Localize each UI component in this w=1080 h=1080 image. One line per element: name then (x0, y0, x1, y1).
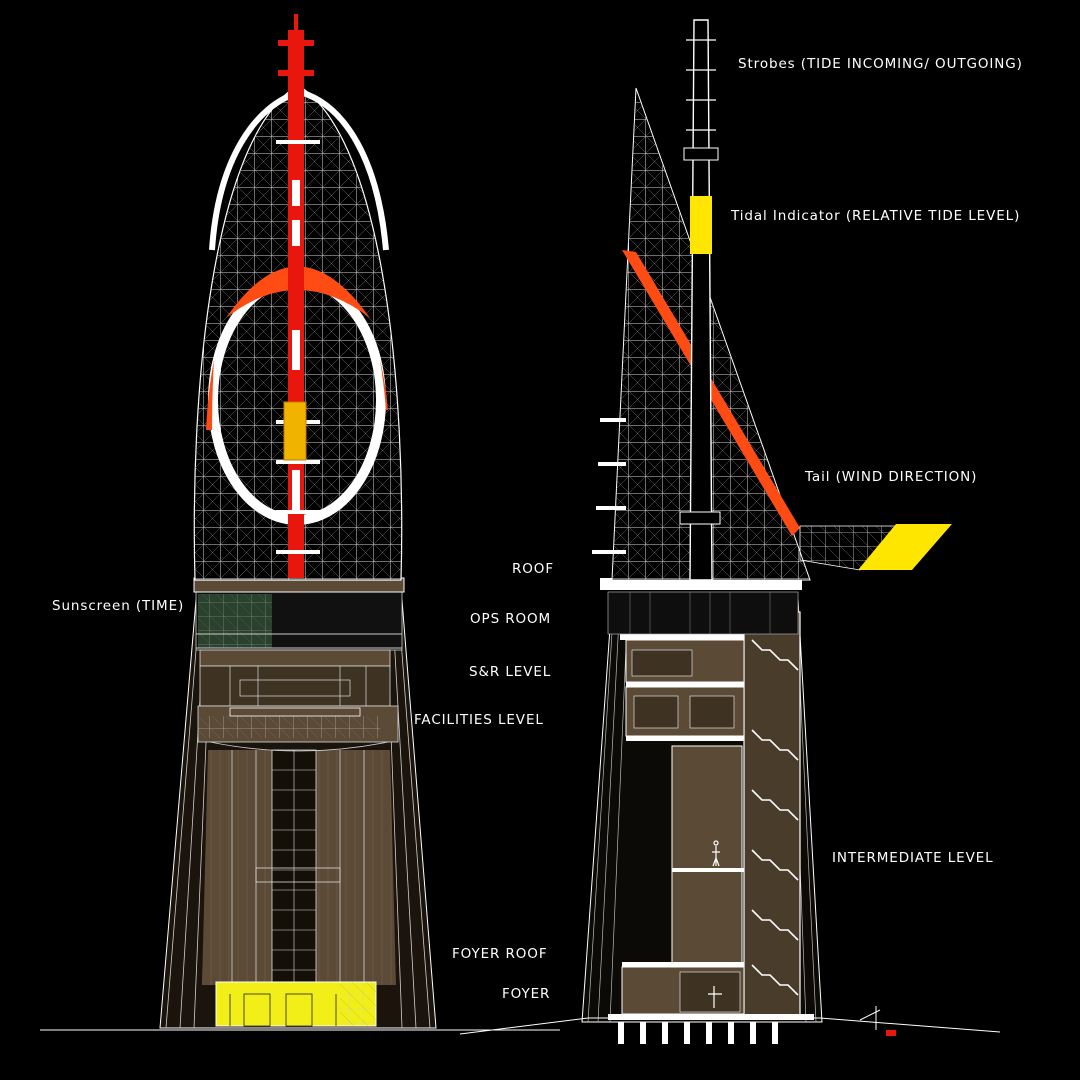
dome (193, 14, 403, 581)
foyer-label: FOYER (502, 986, 551, 1002)
roof-label: ROOF (512, 561, 554, 577)
section-mast (679, 19, 721, 581)
ops-room-label: OPS ROOM (470, 611, 552, 627)
front-elevation (40, 14, 560, 1031)
side-section (459, 19, 1001, 1044)
foyer-roof-label: FOYER ROOF (452, 946, 548, 962)
section-shaft (459, 599, 1001, 1044)
strobes-label: Strobes (TIDE INCOMING/ OUTGOING) (738, 56, 1023, 72)
tidal-indicator-label: Tidal Indicator (RELATIVE TIDE LEVEL) (731, 208, 1021, 224)
sr-level-label: S&R LEVEL (469, 664, 552, 680)
section-roof (600, 578, 802, 590)
tail-vane-icon (799, 524, 952, 571)
tail-label: Tail (WIND DIRECTION) (805, 469, 978, 485)
intermediate-level-label: INTERMEDIATE LEVEL (832, 850, 994, 866)
upper-levels (195, 589, 403, 752)
facilities-level-label: FACILITIES LEVEL (414, 712, 544, 728)
sunscreen-label: Sunscreen (TIME) (52, 598, 185, 614)
